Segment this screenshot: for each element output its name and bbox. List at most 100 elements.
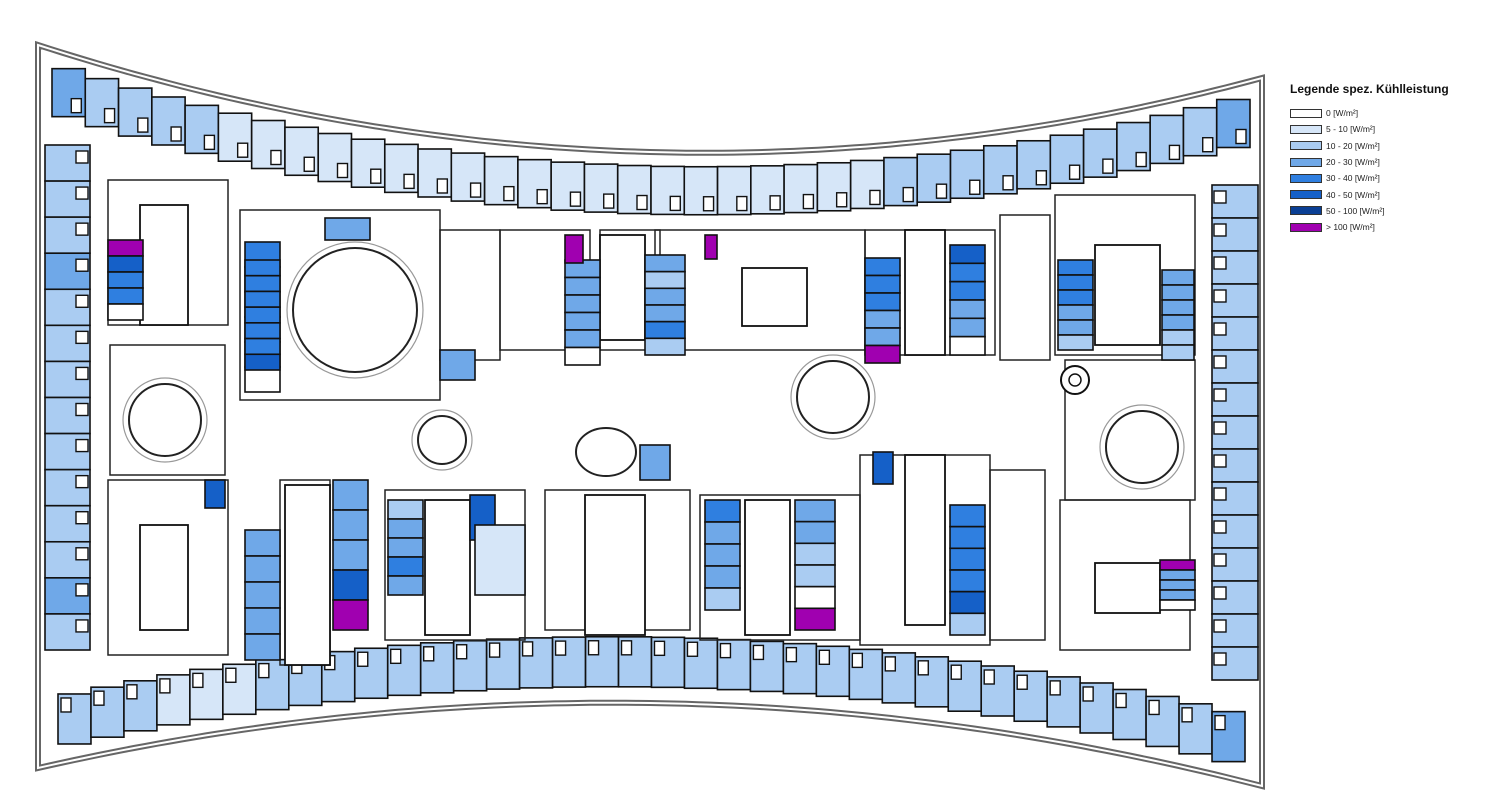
legend-swatch [1290,222,1322,232]
room-interior [1057,304,1094,321]
room-interior [244,529,281,557]
cabinet [1213,586,1227,600]
cabinet [75,258,89,272]
room-interior [864,292,901,312]
room-interior [564,276,601,296]
legend-label: 10 - 20 [W/m²] [1326,140,1380,151]
cabinet [1202,137,1214,153]
cabinet [203,134,216,151]
core-table [584,494,646,636]
legend-label: > 100 [W/m²] [1326,222,1375,233]
room-interior [949,317,986,338]
cabinet [236,142,249,158]
cabinet [1068,164,1081,180]
cabinet [370,168,382,184]
room-interior [387,518,424,539]
room-interior [644,270,686,290]
cabinet [75,511,89,525]
cabinet [503,185,515,202]
room-interior [1161,329,1195,346]
room-interior [704,565,741,589]
legend-item: 0 [W/m²] [1290,105,1500,121]
legend-label: 20 - 30 [W/m²] [1326,157,1380,168]
room-interior [1057,259,1094,276]
cabinet [521,641,534,657]
room-interior [644,254,686,273]
room-interior [1159,599,1196,611]
room-interior [244,581,281,609]
legend-item: 40 - 50 [W/m²] [1290,186,1500,202]
room-interior [872,451,894,485]
cabinet [1213,619,1227,633]
cabinet [1213,388,1227,402]
room-interior [704,234,718,260]
room-interior [864,344,901,364]
room-interior [644,337,686,356]
room-interior [1159,579,1196,591]
room-interior [387,537,424,558]
room-interior [564,329,601,349]
cabinet [1213,190,1227,204]
room-interior [949,525,986,550]
room-top [583,163,619,213]
room-interior [864,257,901,277]
building-outline-inner [37,43,1263,788]
cabinet [159,678,171,694]
cabinet [1035,170,1048,186]
room-interior [1159,569,1196,581]
cabinet [802,193,815,210]
cabinet [126,684,138,700]
legend-swatch [1290,108,1322,118]
room-interior [387,556,424,577]
legend-swatch [1290,190,1322,200]
legend-title: Legende spez. Kühlleistung [1290,82,1449,96]
room-interior [794,607,836,631]
legend: Legende spez. Kühlleistung 0 [W/m²] 5 - 1… [1290,82,1500,235]
cabinet [1168,144,1181,161]
room-interior [1057,319,1094,336]
room-interior [1057,289,1094,306]
cabinet [75,619,89,633]
room-interior [1161,284,1195,301]
room-interior [564,311,601,331]
room-interior [332,599,369,631]
legend-label: 5 - 10 [W/m²] [1326,124,1376,135]
legend-label: 0 [W/m²] [1326,108,1359,119]
cabinet [303,156,315,172]
room-interior [949,590,986,615]
room-interior [1159,589,1196,601]
cabinet [587,640,600,656]
room-interior [639,444,671,481]
cabinet [917,660,929,676]
room-interior [949,569,986,593]
room-interior [644,320,686,340]
room-interior [244,353,281,371]
cabinet [75,294,89,308]
cabinet [60,697,72,713]
room-interior [387,575,424,596]
cabinet [1148,699,1160,716]
legend-item: 20 - 30 [W/m²] [1290,154,1500,170]
room-interior [564,346,601,366]
core-table [1094,562,1161,614]
room-interior [794,585,836,610]
wall-block [999,214,1051,361]
room-interior [704,499,741,523]
room-interior [439,349,476,381]
atrium-ellipse [575,427,637,477]
room-interior [204,479,226,509]
cabinet [769,195,781,211]
cabinet [225,667,237,683]
room-interior [244,337,281,356]
cabinet [93,690,105,706]
room-interior [949,244,986,265]
cabinet [488,642,501,658]
cabinet [686,641,699,657]
room-interior [244,633,281,661]
core-table [744,499,791,636]
cabinet [469,182,482,198]
wall-block [107,479,229,656]
room-interior [949,299,986,320]
cabinet [702,196,715,212]
atrium-circle [796,360,870,434]
